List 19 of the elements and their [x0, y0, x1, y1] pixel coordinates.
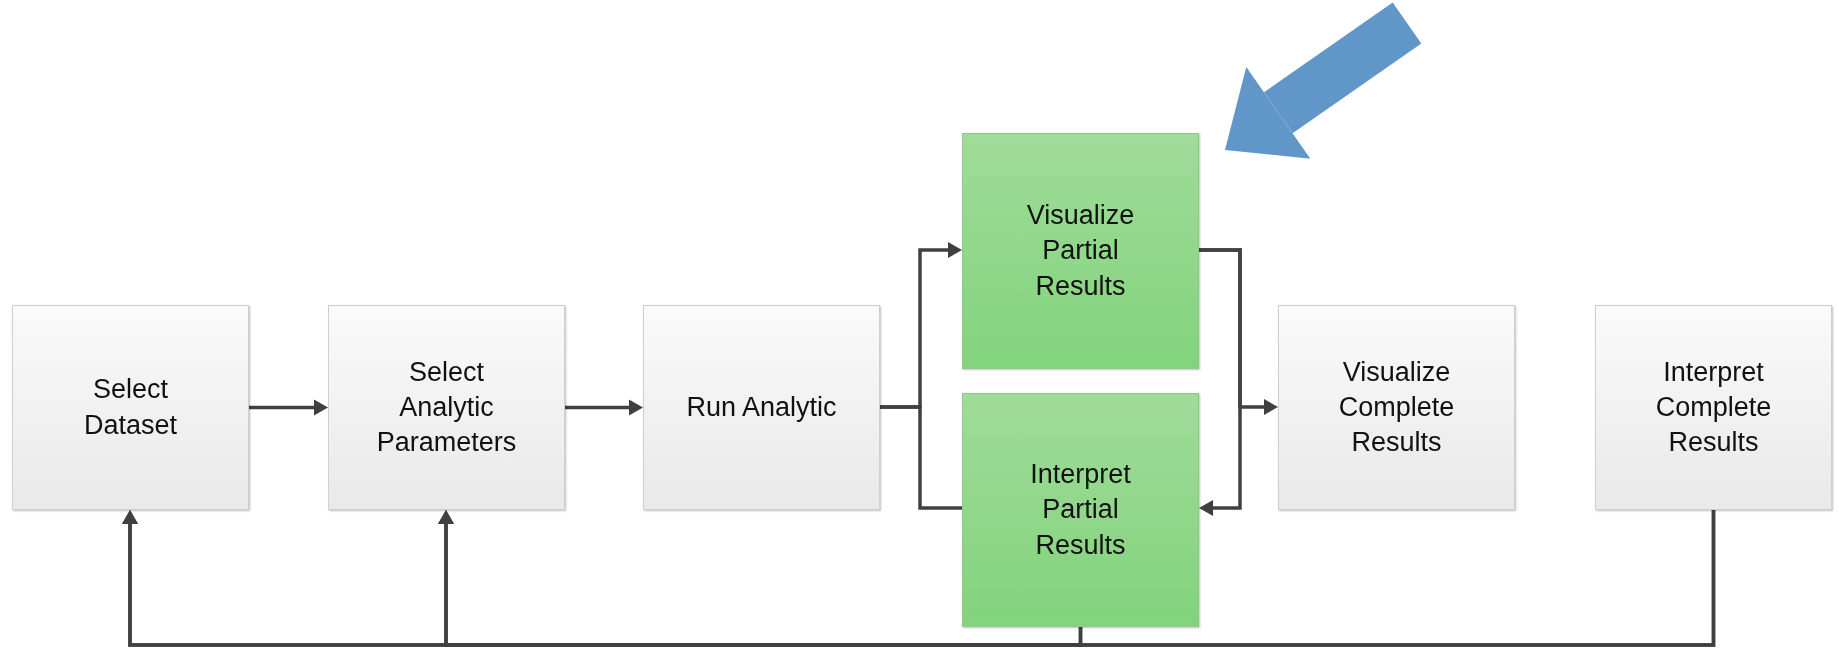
- process-box: [328, 305, 565, 510]
- arrow: [438, 510, 1083, 647]
- arrow: [565, 399, 643, 416]
- process-box: [1595, 305, 1832, 510]
- process-box: [962, 393, 1199, 627]
- box-label: Visualize Partial Results: [1025, 199, 1136, 303]
- box-label: Select Dataset: [82, 373, 179, 442]
- box-label: Visualize Complete Results: [1337, 355, 1456, 460]
- box-label: Interpret Complete Results: [1654, 355, 1773, 460]
- process-box: [643, 305, 880, 510]
- process-box: [1278, 305, 1515, 510]
- box-label: Run Analytic: [686, 390, 837, 424]
- arrow: [1199, 248, 1242, 516]
- arrow: [249, 399, 328, 416]
- box-label: Select Analytic Parameters: [375, 355, 518, 460]
- process-box: [12, 305, 249, 510]
- pointer-arrow: [1225, 2, 1422, 159]
- box-label: Interpret Partial Results: [1029, 458, 1132, 562]
- process-box: [962, 133, 1199, 369]
